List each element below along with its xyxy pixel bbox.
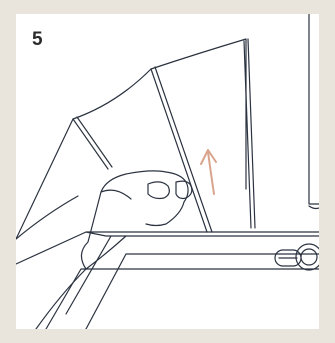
canopy-left-edge bbox=[16, 196, 78, 239]
frame-knob bbox=[296, 244, 319, 270]
instruction-card: 5 bbox=[16, 14, 319, 329]
assembly-illustration bbox=[16, 14, 319, 329]
arrow-up-icon bbox=[201, 150, 216, 194]
frame-tube bbox=[309, 14, 319, 204]
frame-base bbox=[16, 232, 319, 264]
canopy-fabric bbox=[16, 39, 246, 239]
canopy-rib-left bbox=[73, 117, 112, 169]
hand-icon bbox=[36, 171, 188, 329]
